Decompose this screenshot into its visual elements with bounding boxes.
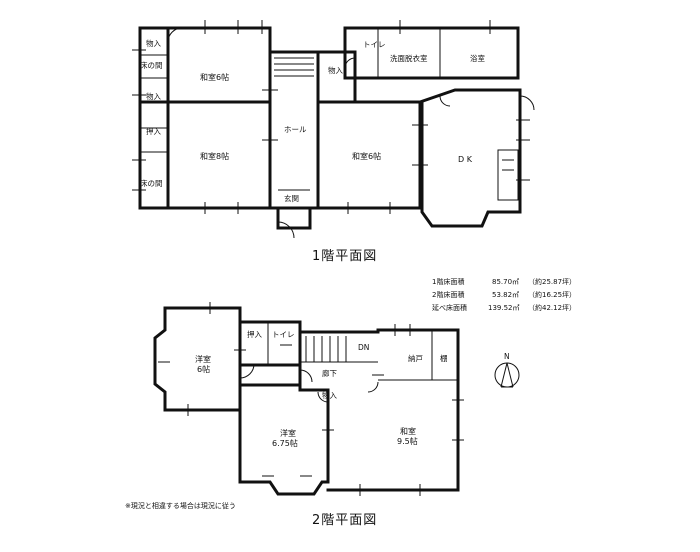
area-row-2-label: 2階床面積 <box>432 290 464 299</box>
f1-washitsu6-center-label: 和室6帖 <box>352 151 381 161</box>
f2-washitsu95-label-b: 9.5帖 <box>397 436 418 446</box>
f1-tokonoma-top-label: 床の間 <box>140 60 163 70</box>
area-row-1-value: 85.70㎡ <box>492 278 519 286</box>
f2-storage-label: 物入 <box>322 390 337 400</box>
floor2-plan <box>153 302 464 496</box>
f2-toilet-label: トイレ <box>272 330 295 339</box>
f2-rouka-label: 廊下 <box>322 368 337 378</box>
area-row-3-label: 延べ床面積 <box>432 303 467 312</box>
f1-washitsu8-label: 和室8帖 <box>200 151 229 161</box>
f2-youshitsu6-label-b: 6帖 <box>197 364 210 374</box>
f1-senmen-label: 洗面脱衣室 <box>390 53 428 63</box>
north-compass-icon <box>494 362 520 388</box>
f1-storage-stair-label: 物入 <box>328 65 343 75</box>
f1-storage-mid-label: 物入 <box>146 91 161 101</box>
area-row-3-value: 139.52㎡ <box>488 304 520 312</box>
north-label: N <box>504 352 510 361</box>
f2-dn-label: DN <box>358 343 369 352</box>
f2-nando-label: 納戸 <box>408 353 423 363</box>
area-row-3-tsubo: （約42.12坪） <box>528 303 576 312</box>
area-row-1-label: 1階床面積 <box>432 277 464 286</box>
f1-yokushitsu-label: 浴室 <box>470 53 485 63</box>
floor2-title: 2階平面図 <box>312 513 377 528</box>
f1-oshiire-label: 押入 <box>146 126 161 136</box>
area-row-2-tsubo: （約16.25坪） <box>528 290 576 299</box>
area-table: 1階床面積 85.70㎡ （約25.87坪） 2階床面積 53.82㎡ （約16… <box>432 277 576 312</box>
f2-oshiire-label: 押入 <box>247 329 262 339</box>
f1-toilet-label: トイレ <box>363 40 386 49</box>
f2-youshitsu6-label-a: 洋室 <box>195 354 211 364</box>
area-row-1-tsubo: （約25.87坪） <box>528 277 576 286</box>
f1-dk-label: D K <box>458 155 473 164</box>
f2-tana-label: 棚 <box>440 353 448 363</box>
f1-tokonoma-bottom-label: 床の間 <box>140 178 163 188</box>
floor1-plan <box>132 20 535 239</box>
f2-youshitsu675-label-b: 6.75帖 <box>272 438 298 448</box>
area-row-2-value: 53.82㎡ <box>492 291 519 299</box>
disclaimer-note: ※現況と相違する場合は現況に従う <box>125 501 236 510</box>
f1-hall-label: ホール <box>284 125 307 134</box>
f1-washitsu6-left-label: 和室6帖 <box>200 72 229 82</box>
f2-washitsu95-label-a: 和室 <box>400 426 416 436</box>
f1-genkan-label: 玄関 <box>284 193 299 203</box>
f2-youshitsu675-label-a: 洋室 <box>280 428 296 438</box>
f1-storage-top-label: 物入 <box>146 38 161 48</box>
floor1-title: 1階平面図 <box>312 249 377 264</box>
